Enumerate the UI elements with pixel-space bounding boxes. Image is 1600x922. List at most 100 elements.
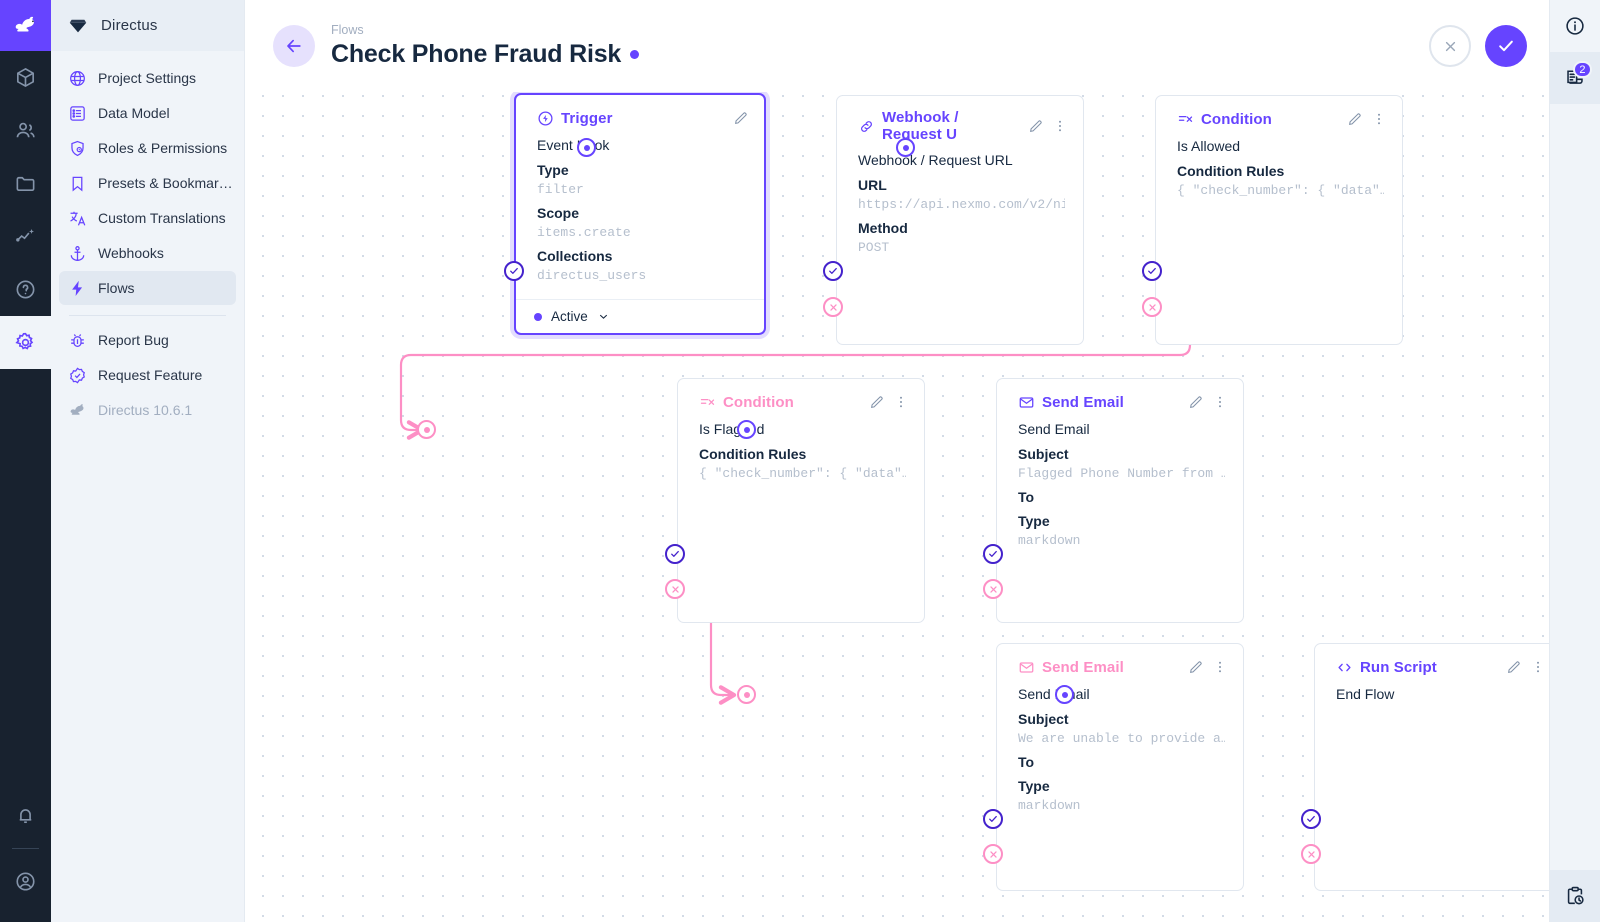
sidebar-item-project-settings[interactable]: Project Settings: [59, 61, 236, 95]
more-options-icon[interactable]: [891, 392, 911, 412]
settings-sidebar: Directus Project Settings Data Model Rol…: [51, 0, 245, 922]
close-icon: [989, 850, 997, 858]
rail-item-notifications[interactable]: [0, 789, 51, 842]
edit-pencil-icon[interactable]: [1186, 657, 1206, 677]
port-in-condition-is-flagged[interactable]: [417, 420, 436, 439]
more-options-icon[interactable]: [1050, 116, 1070, 136]
sidebar-item-roles-permissions[interactable]: Roles & Permissions: [59, 131, 236, 165]
port-reject-condition-is-allowed[interactable]: [1142, 297, 1162, 317]
port-resolve-webhook[interactable]: [823, 261, 843, 281]
field-label: Method: [858, 220, 908, 236]
rail-item-settings[interactable]: [0, 316, 51, 369]
field-value: { "check_number": { "data"…: [699, 466, 906, 481]
panel-send-email-unable[interactable]: Send Email Send Email Subject We are una…: [996, 643, 1244, 891]
rail-item-account[interactable]: [0, 855, 51, 908]
cancel-button[interactable]: [1429, 25, 1471, 67]
close-icon: [671, 585, 679, 593]
port-in-send-email-unable[interactable]: [737, 685, 756, 704]
field-value: Flagged Phone Number from …: [1018, 466, 1225, 481]
arrow-left-icon: [287, 39, 301, 53]
rail-bottom-group: [0, 789, 51, 922]
panel-title: Send Email: [1042, 393, 1124, 411]
more-options-icon[interactable]: [1210, 657, 1230, 677]
port-in-run-script[interactable]: [1055, 685, 1074, 704]
sidebar-item-report-bug[interactable]: Report Bug: [59, 323, 236, 357]
port-resolve-trigger[interactable]: [504, 261, 524, 281]
port-reject-run-script[interactable]: [1301, 844, 1321, 864]
panel-title: Condition: [1201, 110, 1272, 128]
rail-item-files[interactable]: [0, 157, 51, 210]
sidebar-item-webhooks[interactable]: Webhooks: [59, 236, 236, 270]
rail-item-help[interactable]: [0, 263, 51, 316]
activity-log-button[interactable]: [1549, 870, 1600, 922]
port-in-webhook[interactable]: [577, 138, 596, 157]
panel-webhook[interactable]: Webhook / Request U Webhook / Request UR…: [836, 95, 1084, 345]
panel-trigger[interactable]: Trigger Event Hook Type filter Scope ite…: [514, 93, 766, 335]
port-in-condition-is-allowed[interactable]: [896, 138, 915, 157]
check-icon: [671, 550, 679, 557]
clipboard-clock-icon: [1567, 886, 1584, 905]
condition-filter-icon: [699, 394, 716, 411]
info-sidebar-button[interactable]: [1550, 0, 1600, 52]
save-button[interactable]: [1485, 25, 1527, 67]
edit-pencil-icon[interactable]: [1504, 657, 1524, 677]
field-label: To: [1018, 489, 1035, 505]
port-in-send-email-flagged[interactable]: [737, 420, 756, 439]
panel-condition-is-allowed[interactable]: Condition Is Allowed Condition Rules { "…: [1155, 95, 1403, 345]
condition-filter-icon: [1177, 111, 1194, 128]
sidebar-item-presets-bookmarks[interactable]: Presets & Bookmar…: [59, 166, 236, 200]
flow-header: Flows Check Phone Fraud Risk: [245, 0, 1549, 92]
chevron-down-icon: [599, 314, 607, 319]
port-reject-condition-is-flagged[interactable]: [665, 579, 685, 599]
panel-header: Run Script: [1315, 644, 1549, 684]
port-reject-send-email-flagged[interactable]: [983, 579, 1003, 599]
trigger-status-toggle[interactable]: Active: [516, 299, 764, 333]
field-label: Subject: [1018, 446, 1069, 462]
sidebar-item-custom-translations[interactable]: Custom Translations: [59, 201, 236, 235]
field-label: Type: [537, 162, 569, 178]
rail-item-insights[interactable]: [0, 210, 51, 263]
rail-item-users[interactable]: [0, 104, 51, 157]
flow-logs-button[interactable]: 2: [1549, 52, 1600, 104]
panel-row-name: Is Allowed: [1177, 138, 1241, 154]
port-resolve-run-script[interactable]: [1301, 809, 1321, 829]
field-value: directus_users: [537, 268, 647, 283]
edit-pencil-icon[interactable]: [1345, 109, 1365, 129]
sidebar-items: Project Settings Data Model Roles & Perm…: [51, 51, 244, 427]
code-brackets-icon: [1336, 659, 1353, 676]
more-options-icon[interactable]: [1528, 657, 1548, 677]
edit-pencil-icon[interactable]: [731, 108, 751, 128]
port-resolve-send-email-flagged[interactable]: [983, 544, 1003, 564]
panel-actions: [1345, 109, 1389, 129]
more-options-icon[interactable]: [1210, 392, 1230, 412]
panel-send-email-flagged[interactable]: Send Email Send Email Subject Flagged Ph…: [996, 378, 1244, 623]
flow-canvas[interactable]: Trigger Event Hook Type filter Scope ite…: [245, 0, 1549, 922]
mail-icon: [1018, 659, 1035, 676]
edit-pencil-icon[interactable]: [867, 392, 887, 412]
port-resolve-condition-is-flagged[interactable]: [665, 544, 685, 564]
sidebar-item-flows[interactable]: Flows: [59, 271, 236, 305]
more-options-icon[interactable]: [1369, 109, 1389, 129]
trigger-bolt-circle-icon: [537, 110, 554, 127]
panel-run-script[interactable]: Run Script End Flow: [1314, 643, 1549, 891]
module-rail: [0, 0, 51, 922]
panel-title: Condition: [723, 393, 794, 411]
sidebar-item-data-model[interactable]: Data Model: [59, 96, 236, 130]
account-circle-icon: [16, 872, 35, 891]
port-reject-send-email-unable[interactable]: [983, 844, 1003, 864]
edit-pencil-icon[interactable]: [1026, 116, 1046, 136]
sidebar-item-label: Flows: [98, 280, 135, 296]
sidebar-item-label: Request Feature: [98, 367, 203, 383]
edit-pencil-icon[interactable]: [1186, 392, 1206, 412]
port-resolve-send-email-unable[interactable]: [983, 809, 1003, 829]
directus-logo[interactable]: [0, 0, 51, 51]
rail-divider: [12, 848, 39, 849]
back-button[interactable]: [273, 25, 315, 67]
rail-item-content[interactable]: [0, 51, 51, 104]
field-value: filter: [537, 182, 584, 197]
sidebar-item-request-feature[interactable]: Request Feature: [59, 358, 236, 392]
breadcrumb[interactable]: Flows: [331, 23, 364, 37]
port-resolve-condition-is-allowed[interactable]: [1142, 261, 1162, 281]
panel-condition-is-flagged[interactable]: Condition Is Flagged Condition Rules { "…: [677, 378, 925, 623]
port-reject-webhook[interactable]: [823, 297, 843, 317]
